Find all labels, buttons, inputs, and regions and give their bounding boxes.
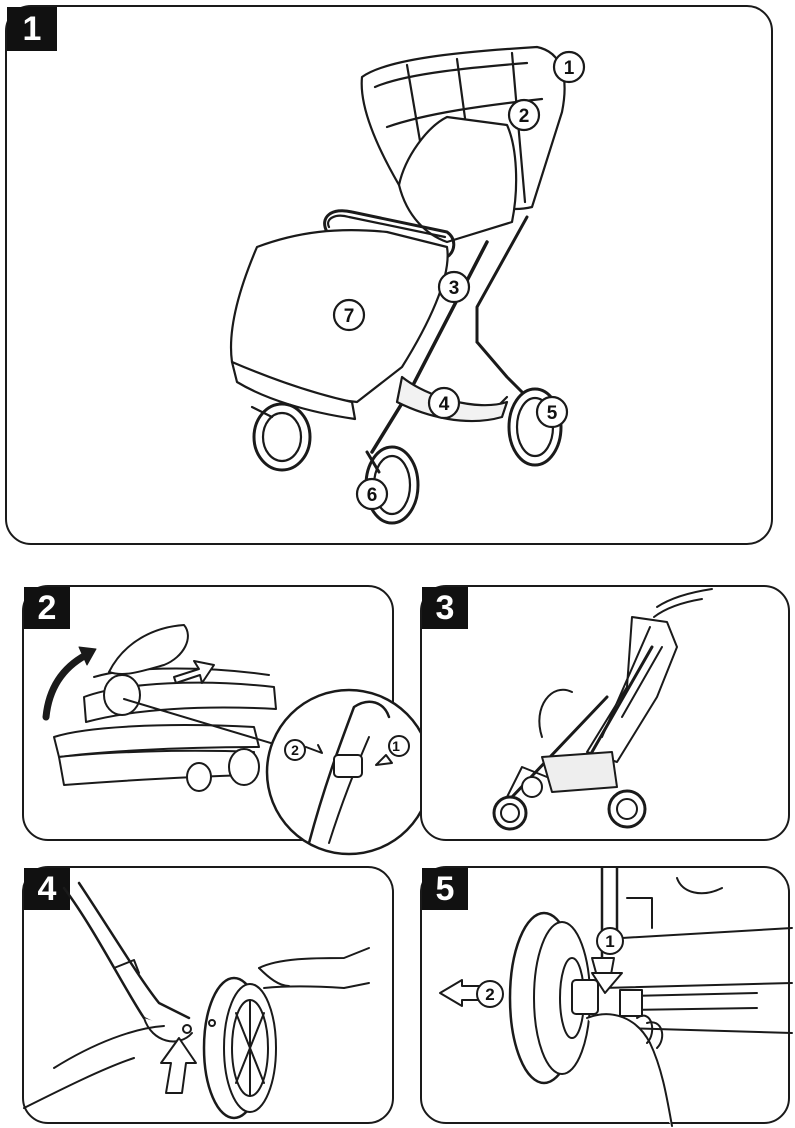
fold-illustration: 2 1 bbox=[42, 624, 433, 856]
step-1-panel: 1 bbox=[5, 5, 773, 545]
wheel-remove-illustration: 1 2 bbox=[439, 866, 793, 1127]
step-1-number: 1 bbox=[22, 10, 42, 48]
step-2-number: 2 bbox=[37, 589, 57, 627]
step-2-panel: 2 2 1 bbox=[22, 585, 433, 856]
callout-6: 6 bbox=[367, 485, 378, 506]
callout-2: 2 bbox=[519, 106, 530, 127]
step-4-number: 4 bbox=[37, 870, 57, 908]
step-5-number: 5 bbox=[435, 870, 455, 908]
step-2-badge: 2 bbox=[24, 587, 70, 629]
fold-callout-2: 2 bbox=[291, 742, 299, 758]
step-4-panel: 4 bbox=[22, 866, 394, 1124]
step-5-badge: 5 bbox=[422, 868, 468, 910]
callout-7: 7 bbox=[344, 306, 355, 327]
callout-5: 5 bbox=[547, 403, 558, 424]
step-3-number: 3 bbox=[435, 589, 455, 627]
fold-direction-arrow bbox=[42, 651, 90, 721]
pull-left-arrow bbox=[439, 979, 481, 1007]
push-up-arrow bbox=[160, 1037, 197, 1094]
callout-1: 1 bbox=[564, 58, 575, 79]
callout-4: 4 bbox=[439, 394, 450, 415]
step-5-panel: 5 1 2 bbox=[420, 866, 793, 1127]
step-3-badge: 3 bbox=[422, 587, 468, 629]
callout-3: 3 bbox=[449, 278, 460, 299]
stroller-overview-illustration: 1 2 3 4 5 6 7 bbox=[230, 45, 586, 525]
step-1-badge: 1 bbox=[7, 7, 57, 51]
remove-callout-2: 2 bbox=[485, 985, 494, 1004]
fold-callout-1: 1 bbox=[392, 738, 400, 754]
folded-upright-illustration bbox=[492, 588, 713, 831]
wheel-attach-illustration bbox=[23, 881, 370, 1120]
step-4-badge: 4 bbox=[24, 868, 70, 910]
remove-callout-1: 1 bbox=[605, 932, 614, 951]
step-3-panel: 3 bbox=[420, 585, 790, 841]
